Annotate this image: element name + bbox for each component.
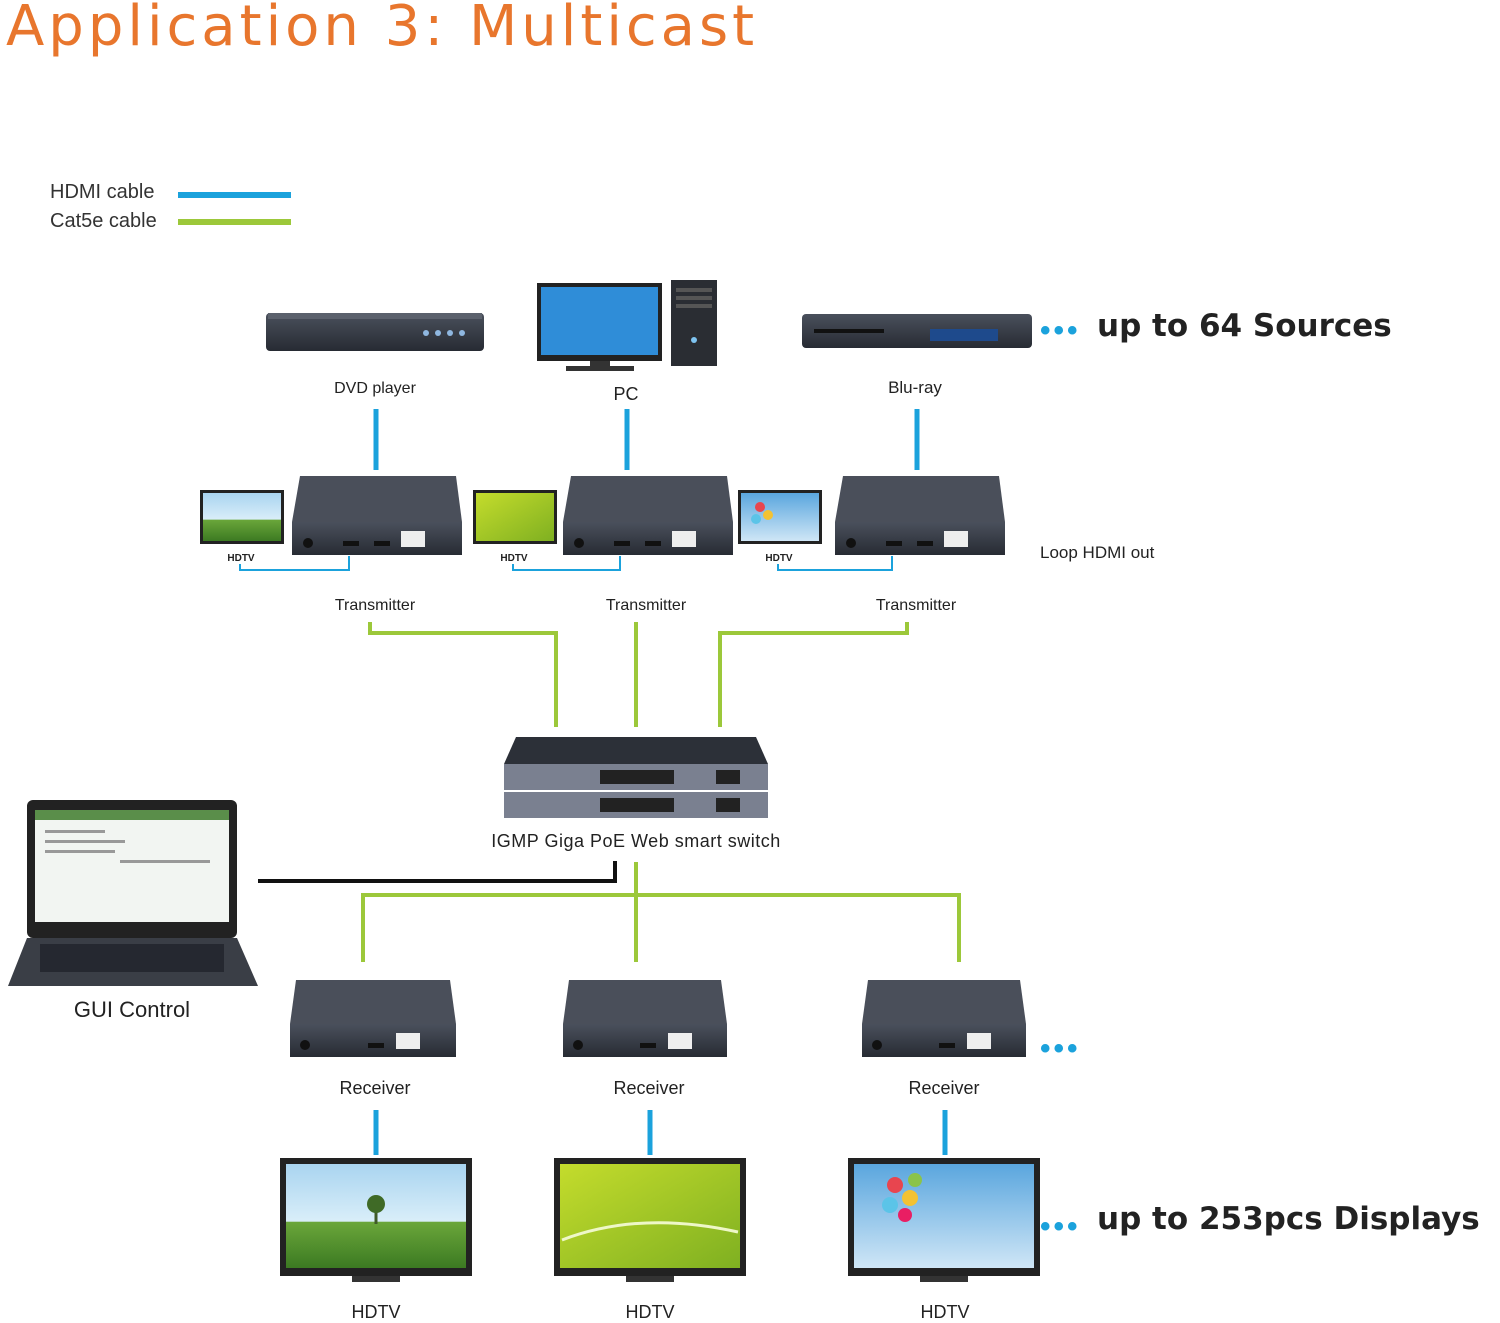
transmitter-device-2 [563,476,733,555]
loop-hdtv-label-1: HDTV [227,553,255,564]
cat5e-line-tx3 [718,622,909,727]
display-labels-clip: HDTV HDTV HDTV [280,1300,1080,1323]
loop-hdtv-monitor-3 [738,490,822,544]
legend-label-cat5e: Cat5e cable [50,210,157,232]
transmitter-device-1 [292,476,462,555]
loop-hdmi-line-1 [239,556,350,571]
source-label-bluray: Blu-ray [888,378,942,397]
transmitter-label-1: Transmitter [334,597,416,614]
loop-hdmi-line-3 [777,556,893,571]
loop-hdtv-monitor-1 [200,490,284,544]
receiver-device-3 [862,980,1026,1057]
hdtv-display-2 [554,1158,746,1282]
receivers-ellipsis: ••• [1040,1032,1081,1065]
hdtv-display-3 [848,1158,1040,1282]
loop-note: Loop HDMI out [1040,543,1155,562]
receiver-label-1: Receiver [339,1078,411,1098]
displays-ellipsis: ••• [1040,1210,1081,1243]
loop-hdtv-label-3: HDTV [765,553,793,564]
laptop-icon [8,800,258,986]
display-label-1: HDTV [351,1302,401,1322]
source-label-pc: PC [613,384,639,404]
dvd-player-icon [266,313,484,351]
display-label-3: HDTV [920,1302,970,1322]
sources-note: up to 64 Sources [1097,308,1392,344]
displays-note: up to 253pcs Displays [1097,1201,1480,1237]
receiver-label-2: Receiver [613,1078,685,1098]
receiver-label-3: Receiver [908,1078,980,1098]
sources-ellipsis: ••• [1040,314,1081,347]
hdtv-display-1 [280,1158,472,1282]
display-label-2: HDTV [625,1302,675,1322]
page-title: Application 3: Multicast [6,0,759,59]
pc-icon [537,280,717,371]
source-label-dvd: DVD player [334,380,416,397]
gui-control-label: GUI Control [73,997,191,1022]
loop-hdtv-monitor-2 [473,490,557,544]
loop-hdmi-line-2 [512,556,621,571]
cat5e-line-tx1 [368,622,558,727]
receiver-device-1 [290,980,456,1057]
legend-label-hdmi: HDMI cable [50,181,155,203]
transmitter-device-3 [835,476,1005,555]
bluray-player-icon [802,314,1032,348]
loop-hdtv-label-2: HDTV [500,553,528,564]
switch-label: IGMP Giga PoE Web smart switch [491,831,781,851]
transmitter-label-3: Transmitter [875,597,957,614]
receiver-device-2 [563,980,727,1057]
control-line [258,861,617,883]
transmitter-label-2: Transmitter [605,597,687,614]
switch-icon [504,737,768,818]
cat5e-line-rx-branch [361,893,961,962]
